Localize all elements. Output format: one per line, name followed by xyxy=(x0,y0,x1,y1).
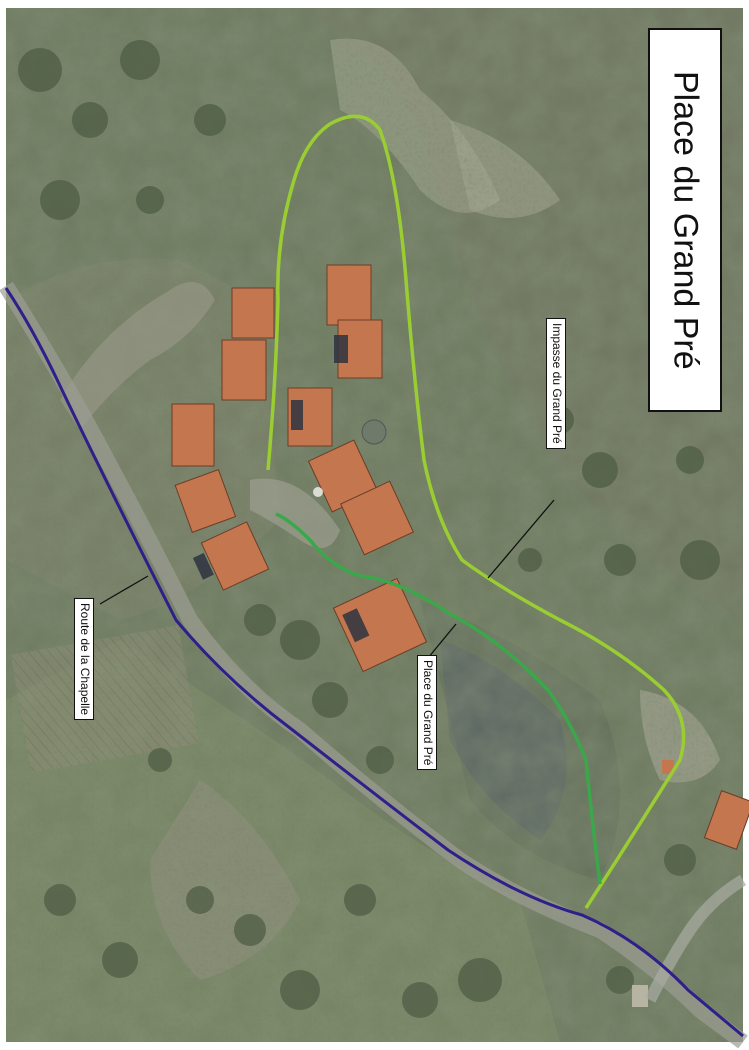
aerial-photo xyxy=(0,8,749,1049)
place-du-grand-pre-label: Place du Grand Pré xyxy=(417,655,437,771)
route-leader-line xyxy=(99,575,149,605)
place-du-grand-pre-line xyxy=(275,512,602,885)
impasse-du-grand-pre-label: Impasse du Grand Pré xyxy=(546,318,566,449)
impasse-leader-line xyxy=(487,499,555,579)
route-de-la-chapelle-line xyxy=(4,287,744,1038)
route-de-la-chapelle-label: Route de la Chapelle xyxy=(74,598,94,721)
map-title: Place du Grand Pré xyxy=(648,28,722,412)
place-leader-line xyxy=(427,623,457,659)
houses xyxy=(171,264,749,1007)
impasse-du-grand-pre-line xyxy=(266,114,686,909)
